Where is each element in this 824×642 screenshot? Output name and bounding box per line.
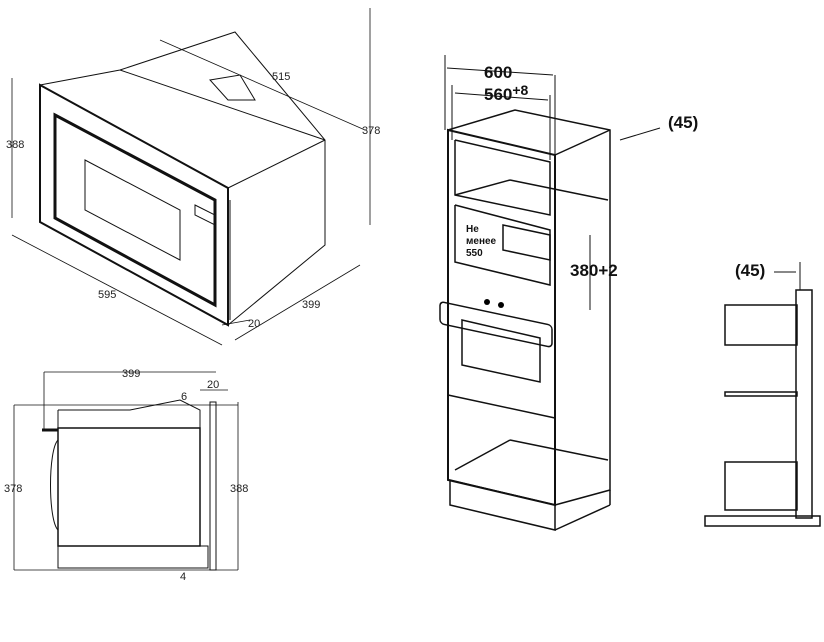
cabinet-width-inner-label: 560+8 [484,82,529,104]
side-microwave-drawing [42,399,217,571]
cabinet-back-gap-label: (45) [668,113,698,132]
iso-height-back-label: 378 [362,125,380,137]
iso-height-front-label: 388 [6,139,24,151]
iso-frame-label: 20 [248,318,260,330]
side-depth-label: 399 [122,368,140,380]
section-drawing [704,262,821,527]
side-height-body-label: 378 [4,483,22,495]
cabinet-width-inner-value: 560 [484,85,512,104]
iso-dimension-lines [11,8,371,346]
side-height-front-label: 388 [230,483,248,495]
side-top-gap-label: 6 [181,391,187,403]
min-depth-line2: менее [466,236,497,247]
min-depth-value: 550 [466,248,483,259]
iso-width-label: 595 [98,289,116,301]
section-back-gap-label: (45) [735,261,765,280]
cabinet-width-outer-label: 600 [484,63,512,82]
side-dimension-lines [13,371,239,571]
cabinet-dimension-lines [444,55,661,310]
iso-microwave-drawing [39,31,326,327]
iso-depth-label: 515 [272,71,290,83]
side-bottom-gap-label: 4 [180,571,186,583]
cabinet-drawing [439,109,611,531]
iso-depth-body-label: 399 [302,299,320,311]
side-frame-label: 20 [207,379,219,391]
cabinet-width-tolerance: +8 [512,82,528,98]
niche-height-label: 380+2 [570,261,618,280]
min-depth-line1: Не [466,224,479,235]
